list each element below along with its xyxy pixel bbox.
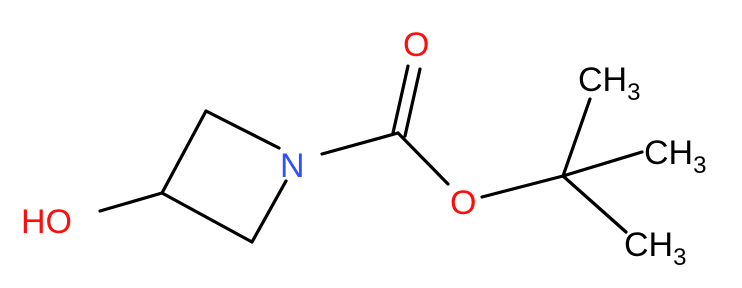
methyl-top-base: CH [578,61,627,99]
hydroxyl-label: HO [21,203,72,241]
methyl-right-label: CH3 [644,134,706,179]
methyl-bottom-subscript: 3 [673,244,686,271]
bond-carbonyl-ester-oxygen [396,131,450,186]
bond-tbutyl-methyl-top [561,97,592,178]
nitrogen-label: N [280,147,305,185]
methyl-top-label: CH3 [578,61,640,106]
bond-carbonyl-double-1 [391,64,410,135]
bond-c3-c4 [160,191,254,244]
ester-oxygen-label: O [450,184,476,222]
carbonyl-oxygen-label: O [403,26,429,64]
bond-c3-hydroxyl [98,191,164,213]
bond-c2-n [204,109,281,150]
methyl-bottom-base: CH [624,226,673,264]
bond-ester-oxygen-tbutyl [480,174,565,199]
bond-tbutyl-methyl-right [561,150,644,178]
methyl-top-subscript: 3 [627,79,640,106]
bond-carbonyl-double-2 [403,67,422,138]
methyl-bottom-label: CH3 [624,226,686,271]
bond-c3-c2 [160,109,208,195]
bond-tbutyl-methyl-bottom [561,174,628,234]
methyl-right-subscript: 3 [693,152,706,179]
bond-n-carbonyl-carbon [320,131,400,156]
methyl-right-base: CH [644,134,693,172]
atom-labels: HO N O O CH3 CH3 CH3 [21,26,706,271]
bond-c4-n [250,179,288,244]
bonds [98,64,644,244]
